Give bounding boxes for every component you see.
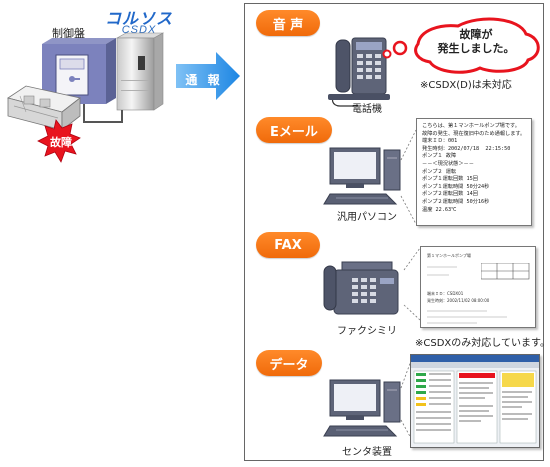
email-line: －－＜現況状態＞－－ — [422, 160, 474, 167]
fax-id-line: 端末ＩＤ：CSDX01 — [427, 291, 464, 296]
voice-note: ※CSDX(D)は未対応 — [420, 80, 512, 91]
device-label-center: センタ装置 — [342, 447, 392, 458]
control-panel-icon — [42, 38, 116, 104]
email-line: ポンプ１運転回数 15回 — [422, 176, 478, 183]
brand-name: コルソス — [104, 9, 173, 28]
pill-fax: FAX — [256, 232, 320, 258]
notify-arrow-label: 通 報 — [185, 73, 223, 87]
pill-data: データ — [256, 350, 322, 376]
fax-icon — [323, 261, 399, 315]
email-line: 温度 22.63℃ — [422, 206, 457, 213]
pill-email: Eメール — [256, 117, 332, 143]
center-system-screenshot — [410, 354, 540, 448]
fax-document: 第１マンホールポンプ場 端末ＩＤ：CSDX01 発生時刻：2002/11/02 … — [420, 246, 536, 328]
email-line: ポンプ１ 故障 — [422, 153, 457, 160]
center-pc-icon — [323, 379, 401, 437]
fax-lines — [427, 266, 457, 276]
notify-arrow-icon — [176, 52, 240, 100]
fax-title: 第１マンホールポンプ場 — [427, 253, 471, 258]
email-line: こちらは、第１マンホールポンプ場です。 — [422, 123, 520, 129]
device-label-pc: 汎用パソコン — [337, 212, 397, 223]
device-label-fax: ファクシミリ — [337, 326, 397, 337]
fax-time-line: 発生時刻：2002/11/02 08:00:00 — [427, 298, 490, 303]
speech-bubble — [382, 17, 540, 74]
email-line: ポンプ１運転時間 50分24秒 — [422, 183, 490, 190]
fault-badge-label: 故障 — [50, 136, 72, 149]
fax-note: ※CSDXのみ対応しています。 — [415, 338, 550, 349]
fault-burst-icon — [37, 119, 81, 163]
email-line: ポンプ２運転時間 50分16秒 — [422, 198, 490, 205]
email-line: 端末ＩＤ：001 — [422, 138, 458, 145]
email-line: ポンプ２ 運転 — [422, 168, 457, 175]
device-label-telephone: 電話機 — [352, 104, 382, 115]
email-document: こちらは、第１マンホールポンプ場です。 故障の発生、現在復旧中のため通報します。… — [416, 118, 532, 226]
center-screen-graphic — [411, 355, 539, 444]
speech-bubble-text: 故障が 発生しました。 — [423, 28, 529, 56]
telephone-icon — [328, 37, 390, 107]
devices-illustration — [323, 17, 540, 441]
pill-voice: 音 声 — [256, 10, 320, 36]
fax-footer-lines — [427, 310, 507, 324]
speech-line-1: 故障が — [459, 28, 493, 41]
speech-line-2: 発生しました。 — [437, 42, 515, 55]
fax-table — [481, 263, 530, 280]
email-line: 故障の発生、現在復旧中のため通報します。 — [422, 130, 526, 137]
email-line: 発生時刻：2002/07/18 22:15:50 — [422, 145, 511, 152]
csdx-unit-icon — [115, 32, 165, 111]
left-illustration — [7, 32, 240, 163]
pump-station-icon — [7, 85, 81, 131]
controller-label: 制御盤 — [52, 27, 85, 40]
email-line: ポンプ２運転回数 14回 — [422, 191, 478, 198]
pc-icon — [323, 147, 401, 205]
